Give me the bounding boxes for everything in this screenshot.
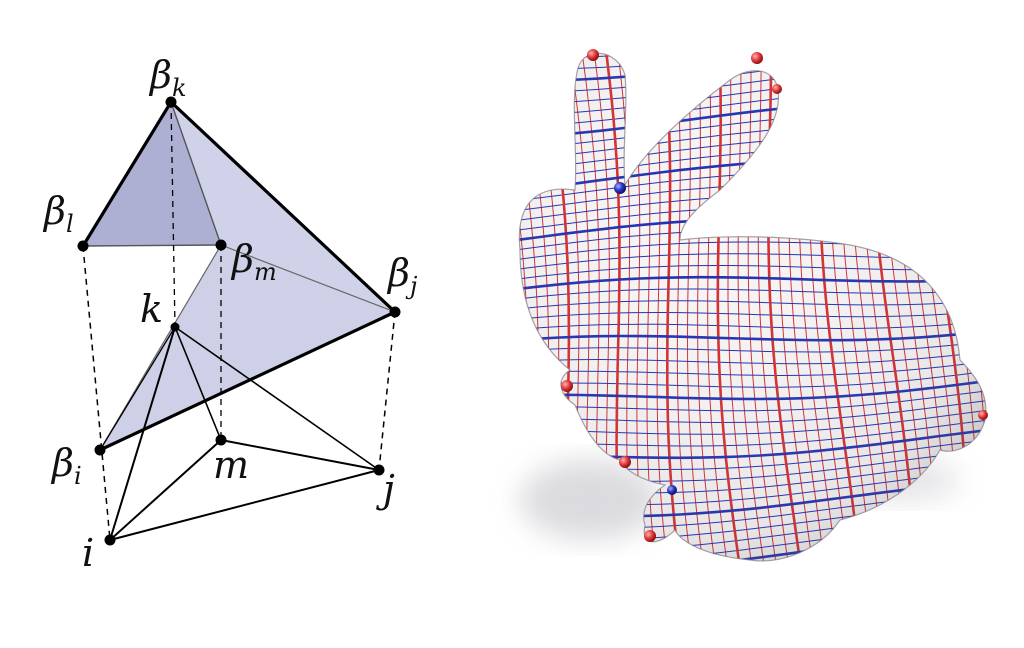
blue-marker [667, 485, 677, 495]
vertex-k [170, 322, 180, 332]
vertex-beta-l [77, 240, 89, 252]
face-beta-l-k-m [83, 102, 221, 246]
dash-bl-i [82, 245, 111, 541]
label-beta-j: βj [386, 251, 418, 300]
edge-k-m [174, 326, 222, 441]
grid-line-blue [519, 53, 986, 70]
grid-line-red [941, 53, 986, 561]
edge-i-j [109, 469, 380, 541]
bunny-shadow [520, 460, 660, 540]
dash-bj-j [378, 311, 396, 471]
edge-i-m [109, 439, 222, 541]
bunny-render [500, 49, 1000, 611]
edge-m-j [220, 439, 380, 471]
edge-k-bi [99, 326, 176, 451]
label-i: i [82, 531, 94, 575]
vertex-j [373, 464, 385, 476]
label-beta-k: βk [148, 53, 187, 102]
edge-bk-bm [170, 101, 222, 246]
red-marker [619, 456, 631, 468]
vertex-i [104, 534, 116, 546]
label-m: m [213, 443, 249, 487]
grid-line-red [952, 53, 986, 561]
label-beta-l: βl [42, 189, 74, 238]
vertex-beta-i [94, 444, 106, 456]
edge-bl-bm [82, 244, 222, 247]
red-marker [561, 380, 573, 392]
label-k: k [140, 287, 163, 331]
red-marker [644, 530, 656, 542]
red-marker [978, 410, 988, 420]
grid-line-red [962, 53, 986, 561]
edge-bl-bk [81, 101, 173, 247]
grid-line-blue [519, 559, 986, 561]
red-marker [587, 49, 599, 61]
edge-bm-bj [220, 244, 396, 313]
grid-line-red [973, 53, 986, 561]
vertex-m [215, 434, 227, 446]
label-beta-i: βi [50, 441, 82, 490]
vertex-beta-k [165, 96, 177, 108]
dash-bk-k [170, 101, 176, 328]
tetrahedron-diagram: βk βl βm βj βi k m j i [42, 53, 418, 575]
vertex-beta-j [389, 306, 401, 318]
grid-line-blue [500, 572, 1000, 611]
blue-marker [614, 182, 626, 194]
grid-line-red [519, 53, 520, 561]
edge-i-k [109, 326, 176, 541]
label-beta-m: βm [230, 237, 277, 286]
face-beta-i-m-j [100, 245, 395, 450]
edge-bk-bj [169, 100, 397, 314]
edge-bj-bi [99, 310, 396, 452]
grid-line-blue [519, 53, 986, 58]
bunny-outline [518, 52, 987, 562]
edge-k-j [174, 326, 380, 471]
red-marker [751, 52, 763, 64]
red-marker [772, 84, 782, 94]
vertex-beta-m [215, 239, 227, 251]
